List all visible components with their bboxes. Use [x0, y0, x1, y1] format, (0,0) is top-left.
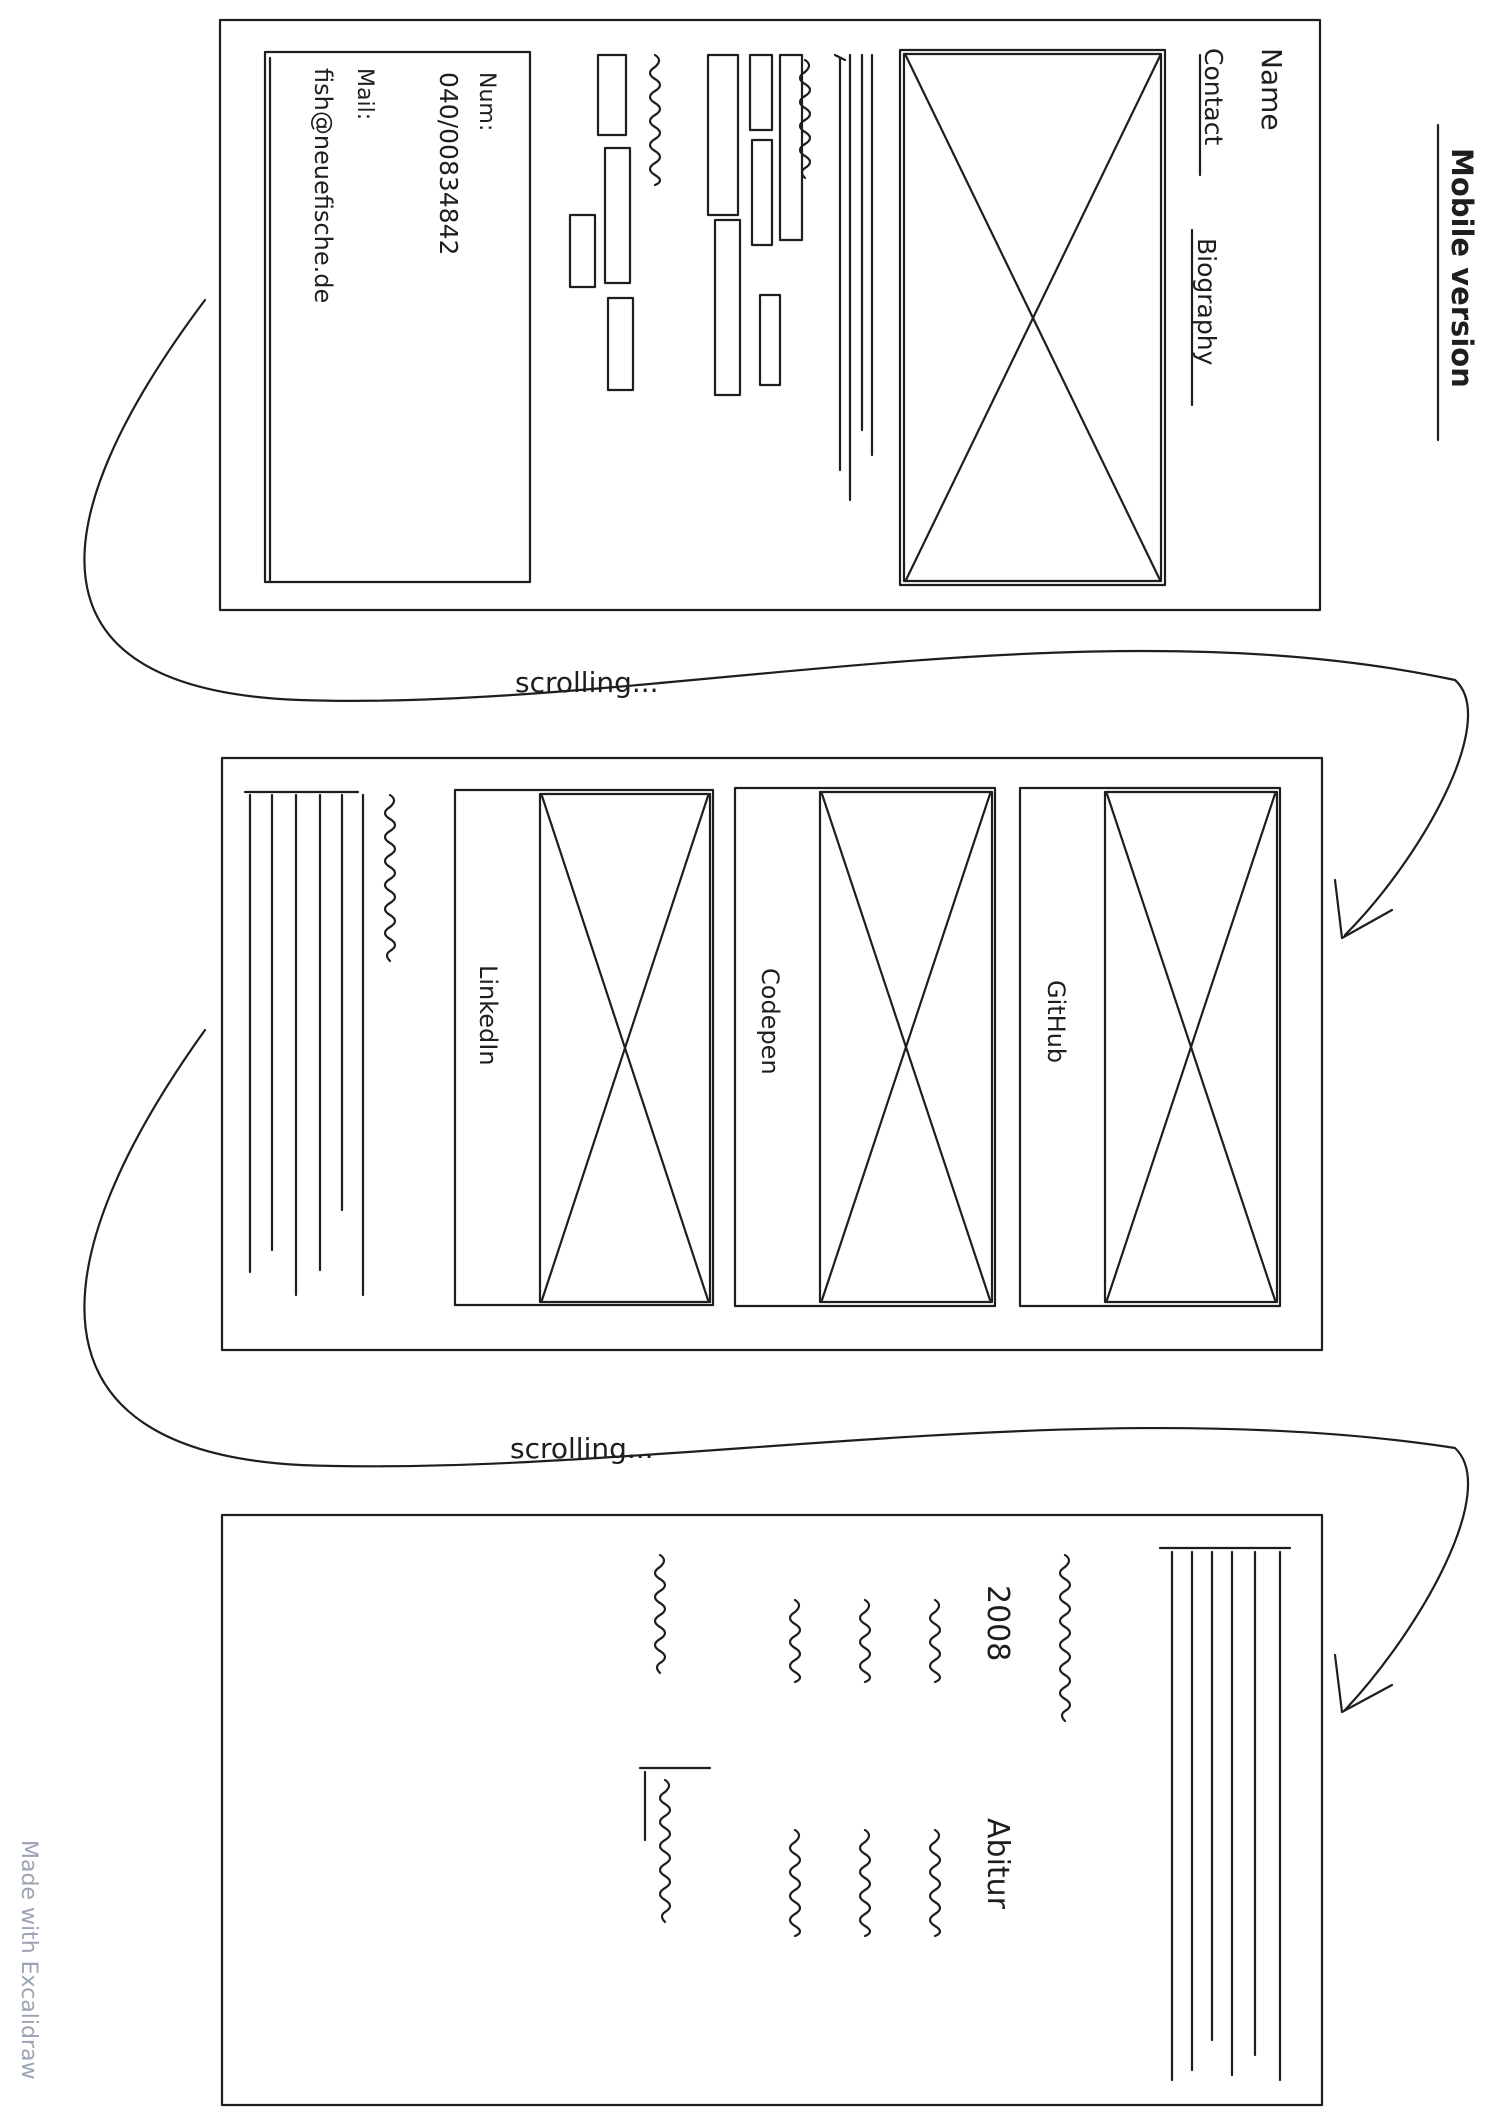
page-title: Mobile version [1445, 148, 1479, 388]
nav-contact-link[interactable]: Contact [1199, 48, 1228, 145]
screen-1-frame [218, 18, 1322, 612]
scroll-arrow-2-head [1333, 1653, 1394, 1714]
link-card-github[interactable] [1018, 786, 1282, 1308]
hero-image-placeholder [898, 48, 1167, 587]
screen-3 [220, 1513, 1324, 2107]
link-card-linkedin[interactable] [453, 788, 715, 1307]
screen-2 [220, 756, 1324, 1352]
bio-text-lines [833, 53, 874, 502]
scroll-arrow-1 [83, 298, 1470, 937]
timeline-detail-squiggle [858, 1598, 872, 1684]
timeline-abitur: Abitur [980, 1818, 1015, 1910]
screen-1 [218, 18, 1322, 612]
scroll-label-2: scrolling... [510, 1432, 654, 1465]
timeline-detail-squiggle [858, 1828, 872, 1938]
contact-card [263, 50, 532, 584]
phone-label: Num: [474, 72, 499, 131]
timeline-detail-squiggle [928, 1598, 942, 1684]
section-heading-squiggle [648, 53, 662, 187]
section-heading-squiggle [383, 793, 397, 963]
mail-value[interactable]: fish@neuefische.de [309, 68, 337, 303]
screen-2-frame [220, 756, 1324, 1352]
link-label-github[interactable]: GitHub [1042, 980, 1070, 1063]
scroll-arrow-2 [83, 1028, 1470, 1712]
screen-3-frame [220, 1513, 1324, 2107]
scroll-label-1: scrolling... [515, 666, 659, 699]
section-text-lines [243, 790, 365, 1297]
skill-bars [568, 53, 804, 397]
header-name: Name [1255, 48, 1288, 131]
link-label-codepen[interactable]: Codepen [756, 968, 784, 1075]
timeline-detail-squiggle [928, 1828, 942, 1938]
nav-biography-link[interactable]: Biography [1192, 238, 1221, 366]
timeline-year-2008: 2008 [980, 1585, 1015, 1661]
timeline-heading-squiggle [653, 1553, 667, 1675]
watermark: Made with Excalidraw [16, 1840, 41, 2079]
section-text-lines [1158, 1546, 1292, 2082]
timeline-detail-squiggle [788, 1598, 802, 1684]
mail-label: Mail: [352, 68, 377, 120]
link-label-linkedin[interactable]: LinkedIn [474, 965, 502, 1066]
link-card-codepen[interactable] [733, 786, 997, 1308]
timeline-detail-squiggle [788, 1828, 802, 1938]
section-heading-squiggle [1058, 1553, 1072, 1723]
timeline-heading-squiggle [658, 1778, 672, 1924]
scroll-arrow-1-head [1333, 878, 1394, 940]
phone-value: 040/00834842 [434, 72, 463, 255]
